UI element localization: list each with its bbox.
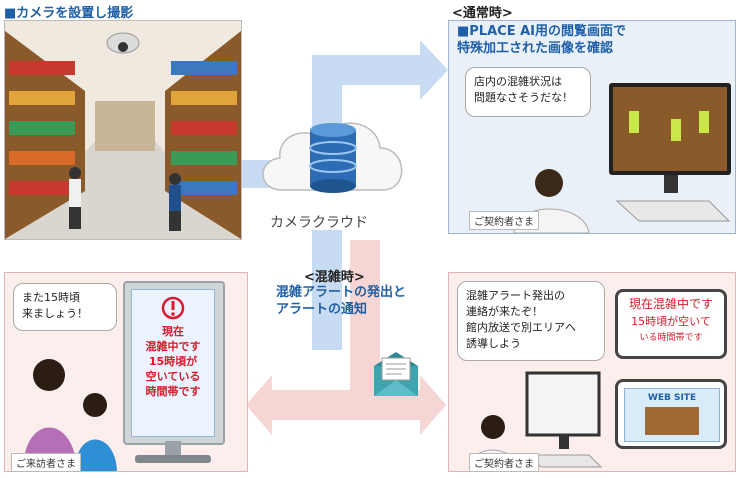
visitor-speech-bubble: また15時頃 来ましょう！ [13, 283, 117, 331]
contractor-panel: 混雑アラート発出の 連絡が来たぞ！ 館内放送で別エリアへ 誘導しよう 現在混雑中… [448, 272, 736, 472]
camera-cloud [262, 122, 403, 193]
contractor-speech-bubble: 混雑アラート発出の 連絡が来たぞ！ 館内放送で別エリアへ 誘導しよう [457, 281, 605, 361]
signage-line: 15時頃が [148, 355, 198, 368]
signage-line: 時間帯です [145, 385, 201, 398]
signage-base [135, 455, 211, 463]
alert-line: 現在混雑中です [628, 297, 713, 311]
alert-message: 現在混雑中です 15時頃が空いて いる時間帯です [618, 296, 724, 347]
contractor-bubble-line: 混雑アラート発出の [466, 289, 565, 302]
website-window: WEB SITE [624, 388, 720, 442]
congestion-section-subtitle: 混雑アラートの発出と アラートの通知 [276, 284, 406, 318]
normal-speech-bubble: 店内の混雑状況は 問題なさそうだな！ [465, 67, 591, 117]
visitor-bubble-line: 来ましょう！ [22, 307, 88, 320]
alert-line: 15時頃が空いて [631, 315, 711, 328]
warehouse-image [4, 20, 242, 240]
normal-panel: ■PLACE AI用の閲覧画面で 特殊加工された画像を確認 店内の混雑状況は 問… [448, 20, 736, 234]
normal-caption: ご契約者さま [469, 211, 539, 230]
flow-arrow-to-visitor [246, 240, 380, 435]
signage-stand [165, 441, 181, 455]
warning-icon [161, 296, 185, 320]
signage-line: 空いている [145, 370, 201, 383]
visitor-panel: また15時頃 来ましょう！ 現在 混雑中です 15時頃が 空いている 時間帯です… [4, 272, 248, 472]
contractor-bubble-line: 館内放送で別エリアへ [466, 321, 576, 334]
visitor-bubble-line: また15時頃 [22, 291, 80, 304]
contractor-bubble-line: 連絡が来たぞ！ [466, 305, 543, 318]
signage-message: 現在 混雑中です 15時頃が 空いている 時間帯です [132, 324, 214, 399]
visitor-caption: ご来訪者さま [11, 453, 81, 472]
normal-bubble-line: 問題なさそうだな！ [474, 91, 573, 104]
flow-arrow-to-normal [312, 40, 448, 150]
website-popup: WEB SITE [615, 379, 727, 449]
normal-bubble-line: 店内の混雑状況は [474, 75, 562, 88]
camera-section-title: ■カメラを設置し撮影 [4, 6, 134, 21]
normal-section-subtitle: ■PLACE AI用の閲覧画面で 特殊加工された画像を確認 [457, 23, 626, 57]
signage-line: 混雑中です [145, 340, 201, 353]
normal-subtitle-line: 特殊加工された画像を確認 [457, 41, 614, 56]
warehouse-illustration [5, 21, 241, 239]
database-icon [309, 123, 357, 193]
contractor-bubble-line: 誘導しよう [466, 337, 521, 350]
website-thumbnail [645, 407, 699, 435]
alert-popup: 現在混雑中です 15時頃が空いて いる時間帯です [615, 289, 727, 359]
alert-line: いる時間帯です [639, 333, 703, 343]
flow-arrow-down-from-cloud [312, 230, 342, 350]
congestion-section-title: <混雑時> [304, 270, 365, 285]
digital-signage: 現在 混雑中です 15時頃が 空いている 時間帯です [123, 281, 225, 445]
contractor-caption: ご契約者さま [469, 453, 539, 472]
signage-screen: 現在 混雑中です 15時頃が 空いている 時間帯です [131, 289, 215, 437]
congestion-subtitle-line: 混雑アラートの発出と [276, 285, 407, 300]
congestion-subtitle-line: アラートの通知 [276, 302, 368, 317]
cloud-label: カメラクラウド [270, 215, 368, 231]
monitor-illustration [513, 83, 731, 233]
website-label: WEB SITE [647, 393, 697, 403]
normal-section-title: <通常時> [452, 6, 513, 21]
mail-icon [374, 352, 418, 396]
normal-subtitle-line: ■PLACE AI用の閲覧画面で [457, 24, 627, 39]
signage-line: 現在 [162, 325, 184, 338]
